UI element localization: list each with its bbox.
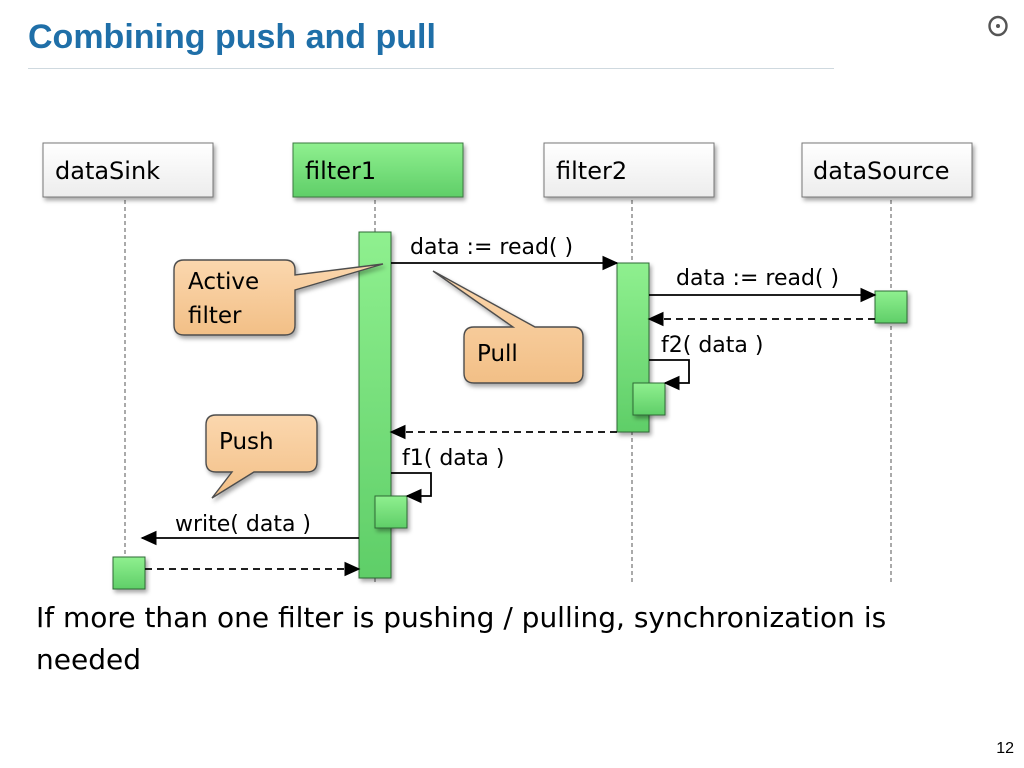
participant-filter1-label: filter1: [305, 157, 376, 185]
participant-datasink: dataSink: [42, 142, 214, 198]
message-write: write( data ): [140, 512, 359, 546]
callout-active-filter-line1: Active: [188, 269, 259, 295]
message-f2-label: f2( data ): [661, 333, 763, 358]
execution-f2: [632, 382, 666, 416]
participant-datasource-label: dataSource: [813, 157, 950, 185]
participant-filter2: filter2: [543, 142, 715, 198]
message-f1-arrow: [391, 472, 432, 504]
message-read-1-label: data := read( ): [410, 235, 573, 260]
message-write-label: write( data ): [175, 512, 311, 537]
message-f1-label: f1( data ): [402, 446, 504, 471]
callout-pull-label: Pull: [477, 341, 518, 367]
participant-datasink-label: dataSink: [55, 157, 160, 185]
sequence-diagram: dataSink filter1 filter2 dataSource data…: [42, 142, 973, 590]
callout-pull: [432, 270, 584, 384]
message-read-1: data := read( ): [391, 235, 619, 271]
page-number: 12: [996, 740, 1014, 757]
participant-datasource: dataSource: [801, 142, 973, 198]
participant-filter1: filter1: [292, 142, 464, 198]
synchronization-note: If more than one filter is pushing / pul…: [36, 601, 887, 676]
message-f2: f2( data ): [649, 333, 763, 391]
message-read-2: data := read( ): [649, 266, 877, 303]
callout-active-filter: [173, 259, 384, 336]
slide-title: Combining push and pull: [28, 18, 436, 56]
message-f1: f1( data ): [391, 446, 504, 504]
title-divider: [28, 68, 834, 69]
participant-filter2-label: filter2: [556, 157, 627, 185]
logo-icon: [988, 15, 1008, 37]
callout-active-filter-line2: filter: [188, 303, 242, 329]
execution-f1: [374, 495, 408, 529]
message-read-2-label: data := read( ): [676, 266, 839, 291]
execution-datasink: [112, 556, 146, 590]
callout-push: [205, 414, 318, 499]
message-f2-arrow: [649, 359, 690, 391]
execution-datasource: [874, 290, 908, 324]
callout-push-label: Push: [219, 429, 274, 455]
